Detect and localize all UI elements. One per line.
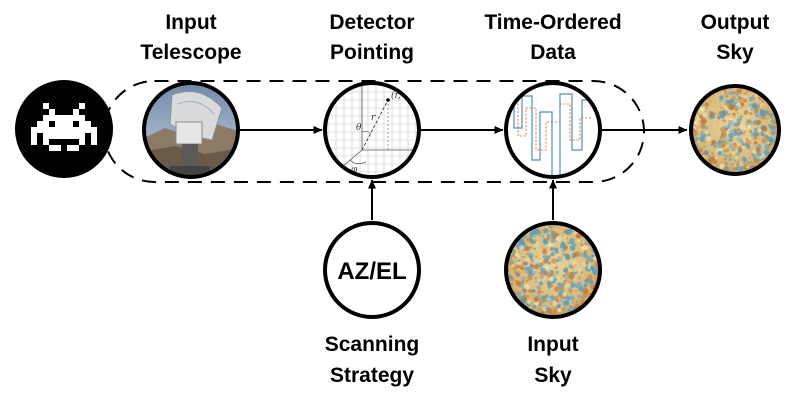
label-scanning-strategy-line2: Strategy (330, 364, 414, 387)
label-detector-pointing: Detector Pointing (329, 11, 414, 64)
scanning-strategy-node: AZ/EL (323, 221, 421, 319)
detector-pointing-node: (r, θ) r θ φ (323, 81, 421, 179)
telescope-photo (144, 83, 238, 177)
label-input-sky-line1: Input (527, 333, 578, 356)
telescope-node (142, 81, 240, 179)
output-sky-cmb-map (691, 86, 779, 174)
label-input-sky: Input Sky (527, 333, 578, 387)
label-input-telescope-line2: Telescope (140, 41, 241, 64)
label-detector-pointing-line2: Pointing (330, 41, 414, 64)
timestream-plot (512, 86, 596, 177)
label-input-telescope-line1: Input (165, 11, 216, 34)
label-input-sky-line2: Sky (534, 364, 572, 387)
input-sky-cmb-map (506, 223, 600, 317)
label-output-sky: Output Sky (701, 11, 770, 64)
pointing-theta-label: θ (356, 123, 362, 133)
space-invader-icon (15, 80, 113, 178)
label-detector-pointing-line1: Detector (329, 11, 414, 34)
label-scanning-strategy: Scanning Strategy (325, 333, 420, 387)
label-time-ordered-data-line2: Data (530, 41, 576, 64)
output-sky-node (689, 84, 781, 176)
time-ordered-data-node (504, 81, 602, 179)
label-time-ordered-data: Time-Ordered Data (484, 11, 621, 64)
label-output-sky-line2: Sky (716, 41, 754, 64)
label-output-sky-line1: Output (701, 11, 770, 34)
scanning-strategy-azel-text: AZ/EL (337, 258, 406, 285)
pointing-r-label: r (371, 113, 376, 123)
input-sky-node (504, 221, 602, 319)
pointing-phi-label: φ (351, 165, 358, 175)
label-time-ordered-data-line1: Time-Ordered (484, 11, 621, 34)
label-input-telescope: Input Telescope (140, 11, 241, 64)
label-scanning-strategy-line1: Scanning (325, 333, 420, 356)
